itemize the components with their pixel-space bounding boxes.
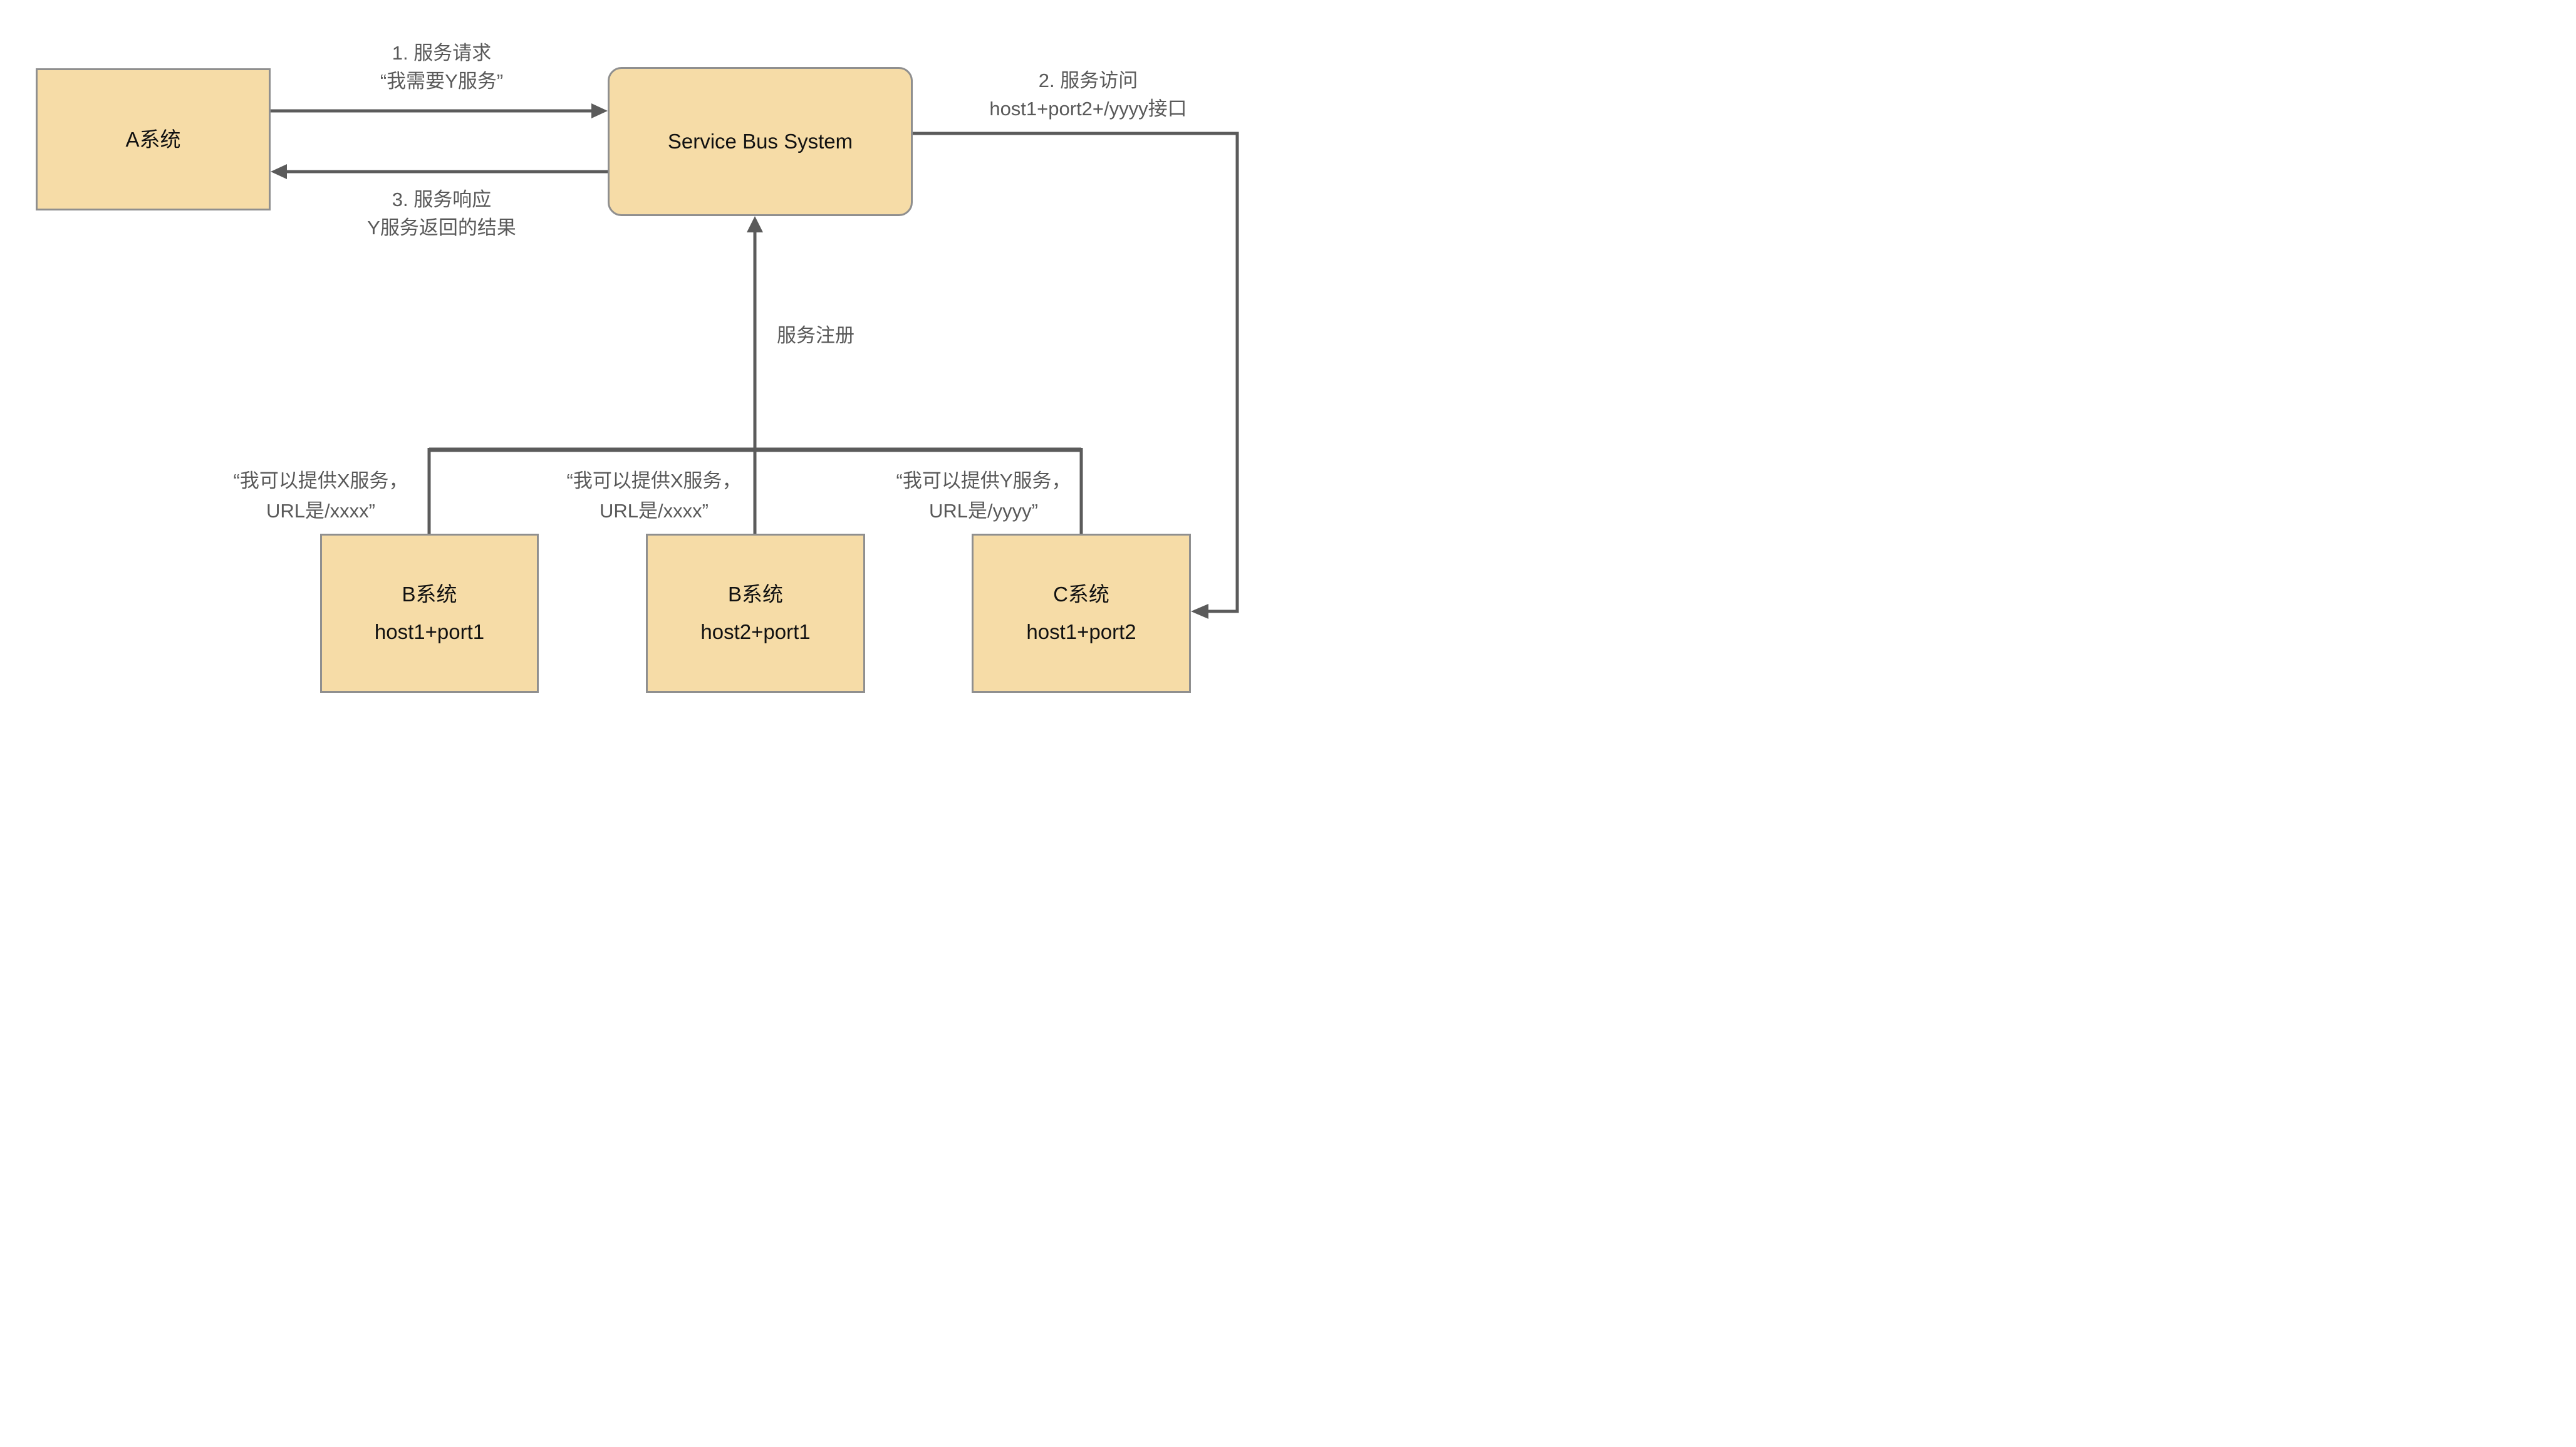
label-offer-b1-line2: URL是/xxxx” xyxy=(266,500,375,522)
label-offer-b1: “我可以提供X服务， URL是/xxxx” xyxy=(189,466,452,526)
label-offer-b2-line2: URL是/xxxx” xyxy=(600,500,709,522)
node-service-bus-label: Service Bus System xyxy=(667,130,853,153)
response-arrow xyxy=(271,164,608,179)
label-offer-c: “我可以提供Y服务， URL是/yyyy” xyxy=(852,466,1115,526)
label-service-register: 服务注册 xyxy=(777,321,965,350)
node-provider-b2-endpoint: host2+port1 xyxy=(700,620,811,643)
register-arrowhead-icon xyxy=(747,216,763,232)
node-provider-b1: B系统 host1+port1 xyxy=(320,534,539,693)
node-provider-b1-name: B系统 xyxy=(402,583,457,606)
access-arrowhead-icon xyxy=(1191,604,1208,619)
node-provider-c: C系统 host1+port2 xyxy=(972,534,1191,693)
label-service-response: 3. 服务响应 Y服务返回的结果 xyxy=(279,185,605,242)
node-provider-c-endpoint: host1+port2 xyxy=(1026,620,1136,643)
label-service-request-step: 1. 服务请求 xyxy=(392,42,492,64)
label-service-request-quote: “我需要Y服务” xyxy=(380,70,504,92)
label-offer-c-line2: URL是/yyyy” xyxy=(929,500,1038,522)
node-provider-c-name: C系统 xyxy=(1053,583,1109,606)
node-service-bus: Service Bus System xyxy=(608,67,913,216)
label-offer-c-line1: “我可以提供Y服务， xyxy=(896,470,1071,492)
label-service-request: 1. 服务请求 “我需要Y服务” xyxy=(279,39,605,95)
label-service-access-endpoint: host1+port2+/yyyy接口 xyxy=(989,98,1187,120)
connector-layer xyxy=(271,103,1239,619)
label-service-register-text: 服务注册 xyxy=(777,324,854,346)
node-provider-b1-endpoint: host1+port1 xyxy=(374,620,485,643)
request-arrow xyxy=(271,103,608,118)
node-provider-b2: B系统 host2+port1 xyxy=(646,534,865,693)
access-connector xyxy=(913,132,1239,619)
label-offer-b2-line1: “我可以提供X服务， xyxy=(566,470,742,492)
label-service-access: 2. 服务访问 host1+port2+/yyyy接口 xyxy=(913,66,1264,123)
node-system-a-label: A系统 xyxy=(125,127,181,151)
access-connector-line xyxy=(913,132,1239,613)
label-offer-b1-line1: “我可以提供X服务， xyxy=(233,470,408,492)
node-system-a: A系统 xyxy=(36,68,271,210)
response-arrowhead-icon xyxy=(271,164,287,179)
node-provider-b2-name: B系统 xyxy=(727,583,783,606)
provider-tree-connector xyxy=(427,447,1083,534)
label-service-access-step: 2. 服务访问 xyxy=(1038,70,1138,91)
label-service-response-detail: Y服务返回的结果 xyxy=(367,217,516,239)
label-service-response-step: 3. 服务响应 xyxy=(392,189,492,210)
register-arrow xyxy=(747,216,763,537)
request-arrowhead-icon xyxy=(591,103,608,118)
label-offer-b2: “我可以提供X服务， URL是/xxxx” xyxy=(522,466,786,526)
diagram-canvas: A系统 Service Bus System B系统 host1+port1 B… xyxy=(0,0,1288,724)
